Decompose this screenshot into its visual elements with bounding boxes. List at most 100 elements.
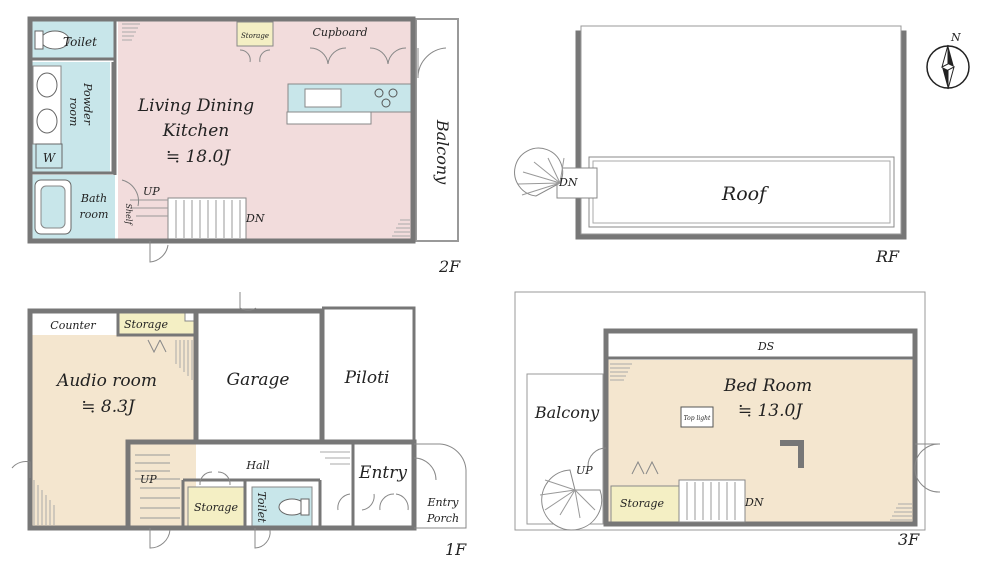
storage-3f-area [610, 485, 680, 523]
ldk-label-2: Kitchen [162, 121, 229, 141]
door-swing [587, 447, 607, 467]
porch-label: Entry [426, 496, 459, 509]
dn-label: DN [245, 212, 265, 225]
cupboard-label: Cupboard [312, 26, 367, 39]
floor-1f: Counter Storage Audio room ≒ 8.3J Garage… [11, 292, 467, 559]
top-light-box [680, 406, 714, 428]
storage-wall [116, 311, 196, 337]
toilet-label: Toilet [63, 35, 97, 49]
bath-label-2: room [80, 208, 109, 221]
wall-1f-lower [125, 439, 417, 531]
ldk-label: Living Dining [137, 96, 254, 116]
counter-label: Counter [50, 319, 96, 332]
pillar [780, 440, 804, 468]
hall-walls [181, 442, 355, 528]
floor-rf: DN Roof RF N [514, 25, 970, 266]
roof-label: Roof [721, 183, 769, 205]
floor-label-rf: RF [875, 247, 900, 266]
basin-icon [36, 108, 58, 134]
balcony-label: Balcony [433, 119, 452, 185]
spiral-stair-3f [539, 469, 603, 531]
storage-1f-box [187, 486, 245, 528]
wall-rf [575, 30, 907, 240]
hatch [122, 23, 410, 237]
storage-top-area [117, 311, 197, 335]
cupboard-doors [369, 47, 407, 65]
rf-hatch [556, 167, 598, 199]
floor-label-1f: 1F [445, 540, 467, 559]
piloti-label: Piloti [344, 368, 390, 388]
top-light-label: Top light [684, 415, 711, 422]
wall-2f-inner [30, 19, 117, 175]
up-label: UP [576, 464, 593, 477]
ldk-size: ≒ 18.0J [166, 147, 231, 167]
north-arrow-icon [926, 44, 970, 90]
floor-2f: Toilet Storage Cupboard Living Dining Ki… [27, 16, 461, 276]
stair-1f [135, 454, 180, 519]
ldk-area [118, 19, 413, 241]
up-label: UP [140, 473, 157, 486]
storage-label: Storage [194, 501, 238, 514]
powder-label-2: room [67, 98, 80, 127]
spiral-stair-rf [514, 147, 565, 197]
hatch [33, 340, 350, 525]
door-swing [239, 292, 257, 311]
piloti-wall [322, 306, 416, 442]
bed-room-label: Bed Room [723, 376, 812, 396]
storage-doors [199, 471, 231, 486]
dn-label: DN [558, 176, 578, 189]
washer-label: W [43, 151, 57, 165]
storage-2f-box [236, 21, 274, 47]
floor-label-2f: 2F [438, 257, 461, 276]
bathtub-inner [40, 185, 66, 229]
stove-burner [381, 98, 391, 108]
audio-room-label: Audio room [55, 371, 157, 391]
storage-top-label: Storage [124, 318, 168, 331]
shelf-label: Shelf [124, 204, 133, 227]
stair-2f [130, 197, 247, 241]
ds-label: DS [757, 340, 775, 353]
storage-door-marks [631, 460, 659, 475]
storage-door-marks [147, 339, 167, 354]
door-swing [121, 179, 139, 207]
porch-label-2: Porch [426, 512, 459, 525]
wall-3f [603, 328, 918, 527]
washer-box [35, 143, 63, 169]
door-swing [413, 457, 437, 481]
toilet-tank [34, 30, 44, 50]
stove-burner [374, 88, 384, 98]
wall-2f [27, 16, 416, 244]
door-swing [149, 241, 169, 263]
door-swing [914, 443, 941, 493]
shoe-cabinet-doors [337, 493, 409, 511]
stair-3f [678, 479, 746, 523]
cupboard-doors [309, 47, 347, 65]
bath-label: Bath [80, 192, 107, 205]
north-label: N [950, 31, 961, 44]
door-swing [149, 528, 171, 549]
storage-2f-area [237, 22, 273, 46]
storage-doors [239, 49, 271, 63]
porch-outline [414, 443, 467, 529]
garage-label: Garage [227, 370, 290, 390]
storage-label: Storage [620, 497, 664, 510]
door-swing [11, 461, 31, 478]
bed-room-size: ≒ 13.0J [738, 401, 803, 421]
powder-label: Powder [81, 82, 94, 126]
hall-label: Hall [245, 459, 270, 472]
audio-room-size: ≒ 8.3J [81, 397, 136, 417]
roof-box [588, 156, 895, 228]
door-swing [417, 47, 447, 77]
up-label: UP [143, 185, 160, 198]
kitchen-bar [286, 111, 372, 125]
floor-label-3f: 3F [898, 530, 920, 549]
audio-room-area [30, 335, 196, 528]
kitchen-sink [304, 88, 342, 108]
door-swing [254, 528, 271, 549]
entry-label: Entry [358, 463, 407, 483]
dn-label: DN [744, 496, 764, 509]
balcony-2f [415, 18, 459, 242]
balcony-label: Balcony [534, 403, 600, 422]
hatch [610, 363, 912, 521]
